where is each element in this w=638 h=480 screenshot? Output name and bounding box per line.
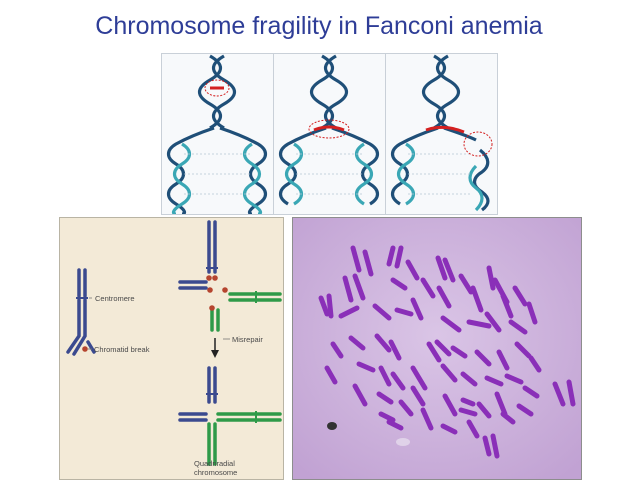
chromosome-29 xyxy=(440,315,462,333)
chromosome-8 xyxy=(420,277,436,299)
chromosome-3 xyxy=(386,245,396,267)
chromosome-61 xyxy=(466,419,480,439)
chromosome-49 xyxy=(504,373,524,385)
chromosome-58 xyxy=(442,393,458,417)
chromosome-5 xyxy=(405,259,420,281)
chromosome-50 xyxy=(522,385,540,399)
chromosome-62 xyxy=(476,401,492,419)
chromosome-21 xyxy=(486,265,496,291)
chromosome-55 xyxy=(398,399,414,417)
quadriradial-label-line1: Quadriradial xyxy=(194,459,235,468)
chromosome-39 xyxy=(514,341,532,359)
chromosome-54 xyxy=(376,391,394,405)
chromosome-40 xyxy=(528,355,542,373)
chromosome-16 xyxy=(394,307,414,317)
quadriradial-label-line2: chromosome xyxy=(194,468,238,477)
chromosome-19 xyxy=(458,273,474,295)
chromosome-2 xyxy=(362,249,374,277)
chromosome-64 xyxy=(500,411,516,425)
chromosome-7 xyxy=(442,257,456,283)
chromosome-12 xyxy=(318,295,330,317)
chromosome-26 xyxy=(484,311,502,333)
chromosome-36 xyxy=(450,345,468,359)
metaphase-spread-image xyxy=(292,217,582,480)
chromosome-6 xyxy=(435,255,448,281)
chromosome-66 xyxy=(482,435,492,457)
chromosome-53 xyxy=(352,383,368,407)
chromosome-60 xyxy=(458,407,478,417)
chromosome-breakage-diagram: Centromere Chromatid break Misrepair Qua… xyxy=(59,217,284,480)
chromosome-17 xyxy=(410,297,424,321)
chromosome-56 xyxy=(410,385,426,407)
chromosome-11 xyxy=(352,273,366,301)
slide-title: Chromosome fragility in Fanconi anemia xyxy=(95,12,543,40)
chromosome-25 xyxy=(526,301,538,325)
chromosome-31 xyxy=(348,335,366,351)
chromosome-37 xyxy=(474,349,492,367)
chromosome-65 xyxy=(516,403,534,417)
chromosome-10 xyxy=(342,275,354,303)
chromosome-24 xyxy=(512,285,528,307)
chromosome-46 xyxy=(440,363,458,383)
chromosome-69 xyxy=(378,411,396,423)
chromosome-33 xyxy=(388,339,402,361)
chromosome-23 xyxy=(500,293,514,319)
chromosome-14 xyxy=(338,305,360,319)
centromere-label: Centromere xyxy=(95,294,135,303)
chromosome-70 xyxy=(386,419,404,431)
chromosome-34 xyxy=(426,341,442,363)
chromosome-13 xyxy=(326,293,334,319)
chromosome-15 xyxy=(372,303,392,321)
chromosome-4 xyxy=(394,245,404,269)
dna-panel-2 xyxy=(274,54,386,214)
chromatid-break-label: Chromatid break xyxy=(94,345,150,354)
chromosome-35 xyxy=(434,339,452,357)
chromosome-51 xyxy=(552,381,566,407)
chromosome-63 xyxy=(494,391,508,417)
chromosome-45 xyxy=(410,365,428,391)
chromosome-48 xyxy=(484,375,504,387)
chromosome-59 xyxy=(460,397,476,407)
chromosome-41 xyxy=(324,365,338,385)
chromosome-42 xyxy=(356,361,376,373)
chromosome-30 xyxy=(330,341,344,359)
chromosome-44 xyxy=(390,371,406,391)
chromosome-9 xyxy=(390,277,408,291)
chromosome-20 xyxy=(470,285,484,313)
chromosome-28 xyxy=(508,319,528,335)
dna-panel-1 xyxy=(162,54,274,216)
misrepair-label: Misrepair xyxy=(232,335,263,344)
chromosome-68 xyxy=(440,423,458,435)
dna-panel-3 xyxy=(386,54,497,214)
chromosome-47 xyxy=(460,371,478,387)
chromosome-32 xyxy=(374,333,392,353)
chromosome-27 xyxy=(466,319,492,329)
chromosome-57 xyxy=(420,407,434,431)
chromosome-18 xyxy=(436,285,452,309)
chromosome-43 xyxy=(378,365,392,387)
chromosome-1 xyxy=(350,245,362,273)
dna-crosslink-figure xyxy=(161,53,498,216)
chromosome-52 xyxy=(566,379,576,407)
chromosome-67 xyxy=(490,433,500,459)
chromosome-38 xyxy=(496,349,510,371)
